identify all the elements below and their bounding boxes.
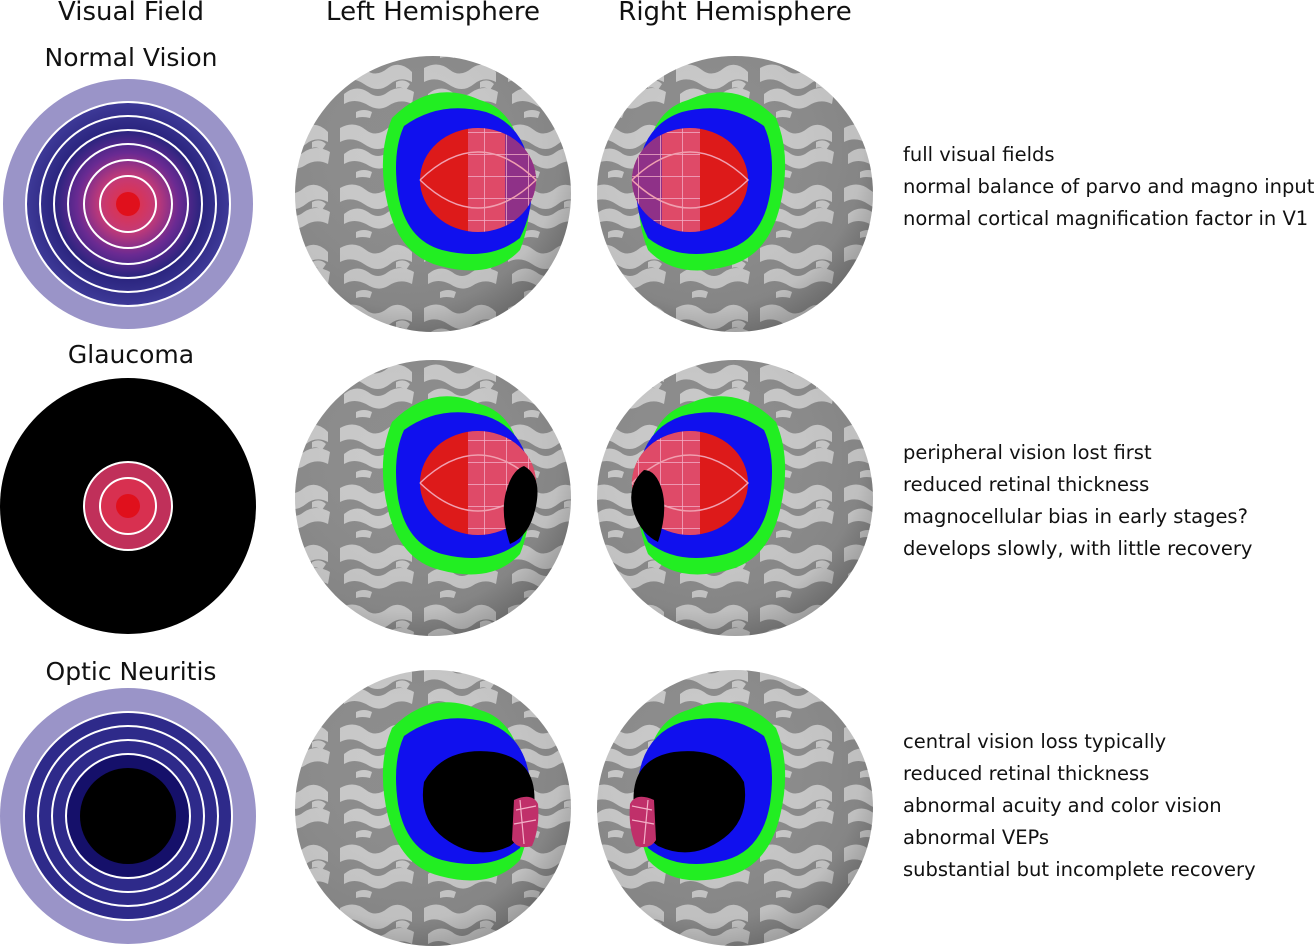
- note-line: develops slowly, with little recovery: [903, 537, 1253, 560]
- visual-field-glaucoma: [0, 378, 256, 634]
- row-label-normal-vision: Normal Vision: [44, 43, 218, 72]
- note-line: normal balance of parvo and magno input: [903, 175, 1314, 198]
- row-label-glaucoma: Glaucoma: [67, 340, 195, 369]
- brain-right-glaucoma: [597, 360, 873, 636]
- brain-left-normal: [295, 56, 571, 332]
- note-line: peripheral vision lost first: [903, 441, 1152, 464]
- header-right-hemisphere: Right Hemisphere: [618, 0, 852, 27]
- note-line: reduced retinal thickness: [903, 762, 1150, 785]
- notes-normal-vision: full visual fields normal balance of par…: [903, 139, 1314, 235]
- note-line: normal cortical magnification factor in …: [903, 207, 1309, 230]
- visual-field-optic-neuritis: [0, 688, 256, 944]
- notes-glaucoma: peripheral vision lost first reduced ret…: [903, 437, 1252, 565]
- brain-left-glaucoma: [295, 360, 571, 636]
- note-line: abnormal VEPs: [903, 826, 1050, 849]
- note-line: full visual fields: [903, 143, 1055, 166]
- notes-optic-neuritis: central vision loss typically reduced re…: [903, 726, 1256, 886]
- note-line: magnocellular bias in early stages?: [903, 505, 1248, 528]
- brain-right-normal: [597, 56, 873, 332]
- note-line: central vision loss typically: [903, 730, 1167, 753]
- note-line: reduced retinal thickness: [903, 473, 1150, 496]
- visual-field-normal: [3, 79, 253, 329]
- note-line: abnormal acuity and color vision: [903, 794, 1222, 817]
- note-line: substantial but incomplete recovery: [903, 858, 1256, 881]
- brain-right-optic-neuritis: [597, 670, 873, 946]
- header-left-hemisphere: Left Hemisphere: [326, 0, 540, 27]
- row-label-optic-neuritis: Optic Neuritis: [45, 657, 217, 686]
- header-visual-field: Visual Field: [58, 0, 204, 27]
- brain-left-optic-neuritis: [295, 670, 571, 946]
